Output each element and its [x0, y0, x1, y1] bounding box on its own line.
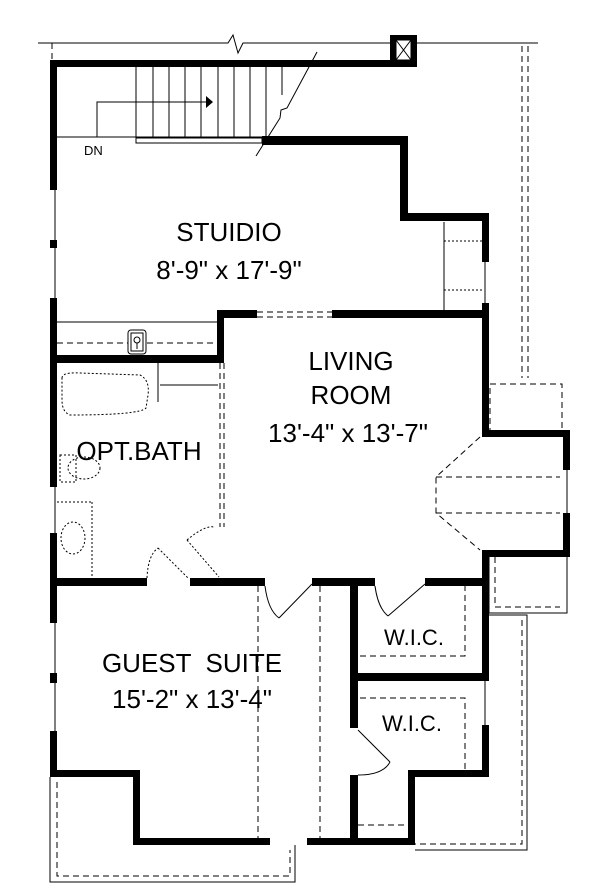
studio-dimensions: 8'-9" x 17'-9": [156, 255, 301, 285]
wic-1-label: W.I.C.: [384, 625, 444, 650]
guest-suite-dimensions: 15'-2" x 13'-4": [112, 684, 272, 714]
studio-label: STUIDIO: [176, 217, 281, 247]
living-room-label-line2: ROOM: [311, 380, 392, 410]
stairs-down-label: DN: [84, 143, 103, 158]
living-room-label-line1: LIVING: [308, 346, 393, 376]
water-heater-icon: [127, 329, 147, 355]
wic-2-label: W.I.C.: [382, 711, 442, 736]
walls: [50, 60, 570, 845]
living-room-dimensions: 13'-4" x 13'-7": [268, 418, 428, 448]
guest-suite-label: GUEST SUITE: [102, 648, 282, 678]
staircase: DN: [57, 51, 318, 158]
fixtures: [54, 190, 568, 838]
opt-bath-label: OPT.BATH: [76, 436, 201, 466]
